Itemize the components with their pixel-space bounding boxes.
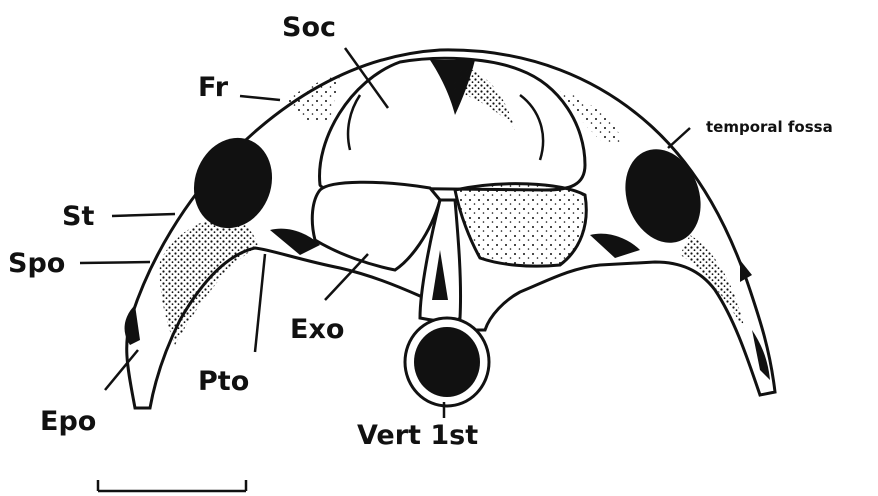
- scale-bar: [98, 480, 246, 491]
- label-fr: Fr: [198, 72, 229, 103]
- label-pto: Pto: [198, 366, 249, 397]
- first-vertebra: [405, 318, 489, 406]
- label-spo: Spo: [8, 248, 65, 279]
- label-st: St: [62, 201, 94, 232]
- label-soc: Soc: [282, 12, 336, 43]
- label-temporal-fossa: temporal fossa: [706, 118, 833, 136]
- label-exo: Exo: [290, 314, 344, 345]
- label-vert: Vert 1st: [357, 420, 478, 451]
- label-epo: Epo: [40, 406, 96, 437]
